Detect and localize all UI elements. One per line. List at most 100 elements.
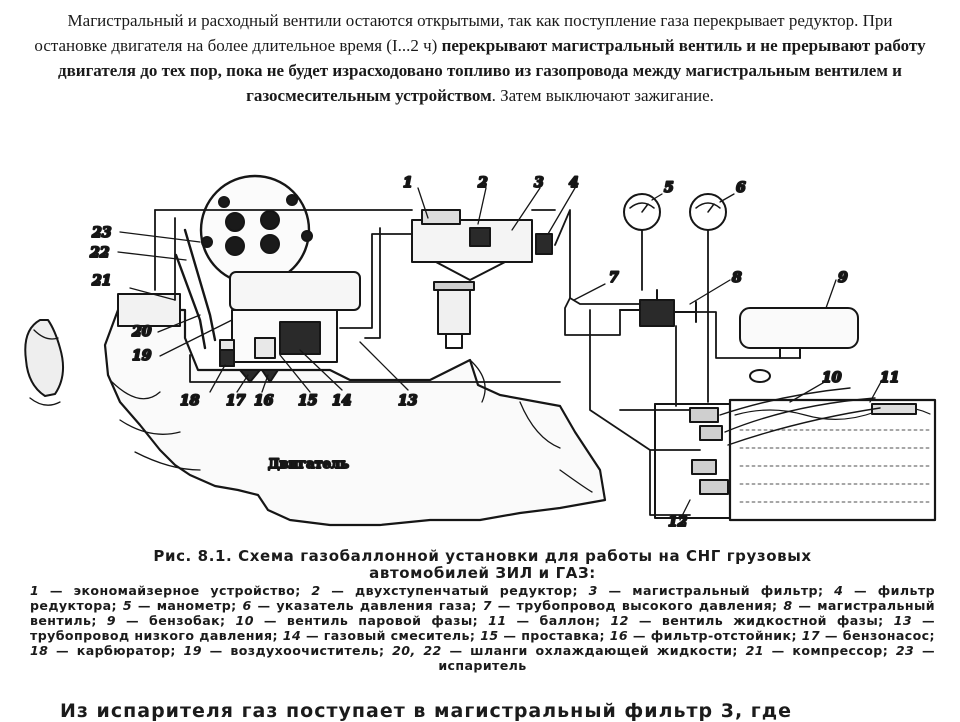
intro-paragraph: Магистральный и расходный вентили остают…	[30, 8, 930, 108]
label-21: 21	[91, 273, 111, 289]
legend-text: — компрессор;	[763, 642, 889, 658]
main-valve	[619, 289, 697, 327]
legend-item: 23 — испаритель	[438, 643, 935, 673]
gas-installation-diagram: 1 2 3 4 5 6 7 8 9 10 11 12 13 14 15 16 1…	[24, 174, 937, 531]
label-2: 2	[477, 175, 488, 191]
legend-item: 11 — баллон;	[488, 613, 600, 628]
legend-item: 18 — карбюратор;	[30, 643, 176, 658]
legend-item: 14 — газовый смеситель;	[283, 628, 476, 643]
legend-number: 4	[834, 583, 844, 598]
label-13: 13	[398, 393, 418, 409]
two-stage-reducer	[411, 209, 533, 281]
label-4: 4	[569, 175, 579, 191]
intro-text-2: . Затем выключают зажигание.	[491, 86, 714, 105]
label-16: 16	[254, 393, 274, 409]
legend-text: — газовый смеситель;	[301, 627, 476, 643]
label-17: 17	[226, 393, 246, 409]
caption-title-line2: автомобилей ЗИЛ и ГАЗ:	[369, 564, 596, 582]
gas-mixer	[279, 321, 321, 355]
legend-item: 17 — бензонасос;	[802, 628, 935, 643]
label-1: 1	[403, 175, 413, 191]
fan	[24, 319, 65, 406]
continuation-text: Из испарителя газ поступает в магистраль…	[60, 700, 792, 722]
legend-item: 16 — фильтр-отстойник;	[610, 628, 797, 643]
legend-number: 17	[801, 627, 821, 643]
label-11: 11	[880, 370, 899, 386]
legend-text: — магистральный вентиль;	[30, 597, 935, 628]
legend-item: 15 — проставка;	[480, 628, 605, 643]
legend-number: 16	[609, 627, 629, 643]
legend-number: 6	[242, 597, 252, 613]
label-15: 15	[298, 393, 317, 409]
legend-number: 18	[30, 642, 49, 658]
air-cleaner	[229, 271, 361, 311]
legend-number: 10	[235, 612, 254, 628]
label-22: 22	[89, 245, 110, 261]
legend-item: 8 — магистральный вентиль;	[30, 598, 935, 628]
legend-item: 10 — вентиль паровой фазы;	[236, 613, 479, 628]
legend-text: — манометр;	[132, 597, 237, 613]
legend-item: 6 — указатель давления газа;	[242, 598, 476, 613]
intro-text-1: Магистральный и расходный вентили остают…	[34, 11, 893, 55]
label-18: 18	[180, 393, 200, 409]
label-23: 23	[91, 225, 112, 241]
reducer-filter	[535, 233, 553, 255]
legend-text: — фильтр редуктора;	[30, 583, 936, 613]
legend-item: 9 — бензобак;	[107, 613, 226, 628]
legend-text: — бензонасос;	[820, 627, 935, 643]
legend-item: 5 — манометр;	[123, 598, 237, 613]
legend-number: 20, 22	[392, 642, 442, 658]
intro-text-bold: перекрывают магистральный вентиль и не п…	[58, 36, 926, 105]
legend-item: 4 — фильтр редуктора;	[30, 583, 935, 613]
carburetor-small-parts	[219, 349, 279, 383]
legend-item: 21 — компрессор;	[746, 643, 889, 658]
legend-number: 14	[282, 627, 302, 643]
legend-text: — бензобак;	[115, 612, 226, 628]
fuel-tank	[739, 307, 859, 349]
legend-item: 1 — экономайзерное устройство;	[30, 583, 301, 598]
legend-item: 3 — магистральный фильтр;	[589, 583, 824, 598]
engine-label: Двигатель	[268, 457, 349, 472]
legend-item: 7 — трубопровод высокого давления;	[483, 598, 778, 613]
legend-number: 12	[610, 612, 629, 628]
legend-text: — шланги охлаждающей жидкости;	[441, 642, 738, 658]
legend-number: 19	[183, 642, 202, 658]
label-5: 5	[664, 180, 674, 196]
legend-number: 7	[482, 597, 492, 613]
legend-text: — экономайзерное устройство;	[39, 583, 301, 598]
label-20: 20	[131, 324, 152, 340]
legend-item: 2 — двухступенчатый редуктор;	[311, 583, 578, 598]
compressor	[117, 293, 181, 327]
liquid-phase-valve	[691, 459, 729, 495]
legend-text: — баллон;	[506, 612, 601, 628]
legend-item: 20, 22 — шланги охлаждающей жидкости;	[392, 643, 738, 658]
legend-number: 5	[122, 597, 133, 613]
caption-legend: 1 — экономайзерное устройство; 2 — двухс…	[30, 583, 935, 673]
legend-text: — карбюратор;	[48, 642, 176, 658]
label-3: 3	[534, 175, 544, 191]
legend-text: — двухступенчатый редуктор;	[320, 583, 578, 598]
legend-item: 12 — вентиль жидкостной фазы;	[610, 613, 883, 628]
legend-text: — магистральный фильтр;	[597, 583, 824, 598]
legend-number: 11	[488, 612, 507, 628]
label-10: 10	[822, 370, 842, 386]
vapor-phase-valve	[689, 407, 723, 441]
legend-number: 15	[480, 627, 499, 643]
legend-text: — вентиль паровой фазы;	[253, 612, 479, 628]
legend-number: 23	[895, 642, 915, 658]
label-19: 19	[132, 348, 152, 364]
legend-number: 2	[311, 583, 321, 598]
caption-title-line1: Рис. 8.1. Схема газобаллонной установки …	[153, 547, 812, 565]
label-6: 6	[736, 180, 746, 196]
legend-text: — указатель давления газа;	[251, 597, 477, 613]
label-7: 7	[609, 270, 619, 286]
legend-text: — проставка;	[498, 627, 605, 643]
legend-item: 19 — воздухоочиститель;	[184, 643, 385, 658]
legend-number: 13	[893, 612, 912, 628]
legend-text: — трубопровод низкого давления;	[30, 612, 935, 643]
legend-text: — трубопровод высокого давления;	[491, 597, 778, 613]
gas-cylinder	[728, 398, 937, 522]
legend-text: — воздухоочиститель;	[201, 642, 385, 658]
legend-text: — вентиль жидкостной фазы;	[628, 612, 884, 628]
figure-caption: Рис. 8.1. Схема газобаллонной установки …	[30, 548, 935, 673]
